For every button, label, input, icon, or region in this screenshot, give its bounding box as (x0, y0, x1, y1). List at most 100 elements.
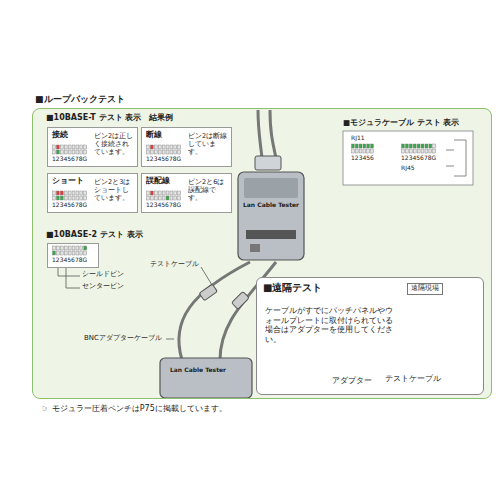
led (371, 144, 374, 148)
led (413, 144, 416, 148)
led (367, 144, 370, 148)
node-text: ピン2は正しく接続されています。 (94, 133, 134, 156)
node-text: 123456 (351, 154, 374, 161)
cable (258, 110, 262, 158)
node-title: 12345678G (52, 256, 87, 263)
section-heading: ■10BASE-2 テスト 表示 (46, 230, 143, 240)
led (64, 246, 67, 250)
led (84, 191, 87, 195)
led (76, 196, 79, 200)
led (162, 150, 165, 154)
node-title: ショート (52, 176, 84, 186)
led (178, 150, 181, 154)
node-title: 誤配線 (146, 176, 170, 186)
led (84, 150, 87, 154)
led (56, 251, 59, 255)
led-row (52, 144, 88, 155)
node-title: ■ループバックテスト (35, 94, 125, 105)
modular-display-ground (343, 131, 473, 185)
led (150, 196, 153, 200)
bnc-connector (232, 292, 250, 310)
led (158, 150, 161, 154)
bnc-cable (179, 262, 250, 360)
modular-plug (255, 156, 281, 170)
led (166, 191, 169, 195)
led (80, 150, 83, 154)
led (64, 251, 67, 255)
led (170, 191, 173, 195)
led (170, 150, 173, 154)
pin-name: センターピン (82, 283, 124, 291)
led (76, 145, 79, 149)
led (150, 145, 153, 149)
led (72, 191, 75, 195)
node-text: 12345678G (146, 155, 181, 162)
led (174, 196, 177, 200)
led-strip: 12345678G (47, 243, 99, 268)
panel-ground (32, 108, 492, 398)
node-title: ■遠隔テスト (263, 282, 322, 294)
led (150, 150, 153, 154)
node-text: ピン2は断線しています。 (188, 133, 228, 156)
led (150, 191, 153, 195)
led (174, 150, 177, 154)
led-row (52, 245, 88, 256)
led (363, 149, 366, 153)
node-text: ケーブルがすでにパッチパネルやウォールプレートに取付けられている場合はアダプター… (265, 306, 400, 344)
led (80, 191, 83, 195)
led (170, 145, 173, 149)
led (405, 144, 408, 148)
led (417, 149, 420, 153)
led-row (52, 190, 88, 201)
led (56, 150, 59, 154)
led (147, 196, 150, 200)
led (60, 145, 63, 149)
led (84, 246, 87, 250)
result-box: ショート12345678Gピン2と3はショートしています。 (47, 173, 138, 213)
node-text: ピン2と6は誤配線です。 (188, 179, 228, 202)
node-text: 12345678G (52, 155, 87, 162)
node-text: 遠隔現場 (407, 283, 443, 295)
led (56, 191, 59, 195)
led (80, 145, 83, 149)
led (421, 149, 424, 153)
node-text: RJ11 (351, 134, 365, 141)
node-text: テストケーブル (385, 374, 441, 384)
node-text: ピン2と3はショートしています。 (94, 179, 134, 202)
bracket (446, 140, 466, 176)
led (76, 251, 79, 255)
node-title: 接続 (52, 130, 68, 140)
led (76, 150, 79, 154)
led (174, 191, 177, 195)
bnc-connector (199, 284, 217, 301)
led (162, 191, 165, 195)
node-text: RJ45 (401, 164, 415, 171)
led (154, 150, 157, 154)
modular-display: ■モジュラケーブル テスト 表示 RJ11 123456 12345678G RJ45 (341, 118, 481, 188)
led (68, 196, 71, 200)
led (178, 196, 181, 200)
tester-body (238, 172, 304, 260)
led (53, 246, 56, 250)
led (166, 196, 169, 200)
led (80, 246, 83, 250)
led (433, 144, 436, 148)
led (53, 191, 56, 195)
led (433, 149, 436, 153)
led (147, 145, 150, 149)
node-title: ■モジュラケーブル テスト 表示 (343, 118, 459, 127)
part-name: テストケーブル (150, 260, 199, 268)
led (72, 150, 75, 154)
led (72, 246, 75, 250)
led (421, 144, 424, 148)
led (363, 144, 366, 148)
led (60, 246, 63, 250)
node-text: 12345678G (401, 154, 436, 161)
led (158, 196, 161, 200)
led (359, 149, 362, 153)
section-heading: ■10BASE-T テスト 表示 結果例 (46, 113, 173, 123)
led (60, 150, 63, 154)
led (72, 196, 75, 200)
led (68, 145, 71, 149)
part-name: BNCアダプターケーブル (84, 334, 162, 342)
